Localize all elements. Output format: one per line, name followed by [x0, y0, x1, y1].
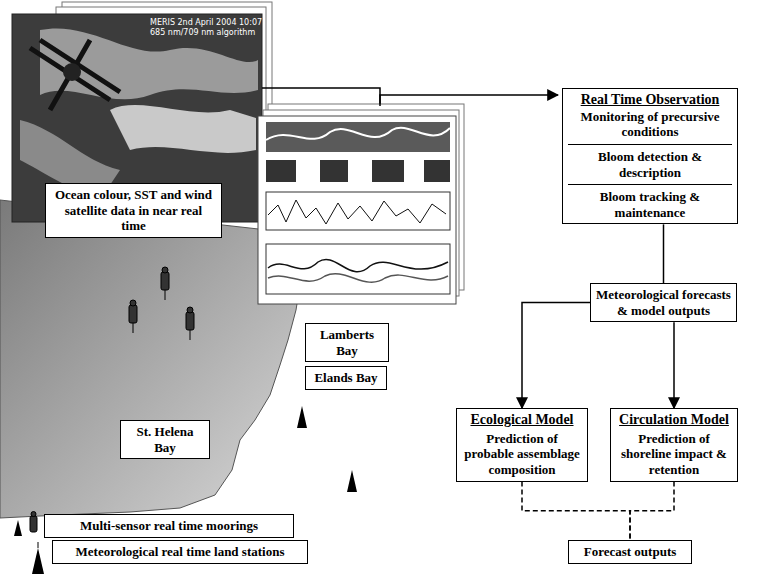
box-text: Ocean colour, SST and wind satellite dat…: [51, 187, 216, 234]
box-text: Prediction of shoreline impact & retenti…: [616, 431, 732, 478]
connector-arrow: [522, 303, 590, 408]
connector-arrow: [630, 482, 674, 540]
caption-box: Ocean colour, SST and wind satellite dat…: [45, 183, 222, 238]
caption-box: Meteorological real time land stations: [52, 540, 308, 564]
box-text: Prediction of probable assemblage compos…: [462, 431, 582, 478]
box-text: Monitoring of precursive conditions: [568, 109, 732, 140]
box-heading: Ecological Model: [462, 412, 582, 429]
satellite-annotation: MERIS 2nd April 2004 10:07: [150, 18, 262, 27]
data-flow-arrow: [380, 95, 558, 106]
connector-arrow: [673, 322, 675, 408]
place-label: Elands Bay: [305, 366, 387, 390]
model-box: Ecological ModelPrediction of probable a…: [456, 408, 588, 482]
place-label: Lamberts Bay: [305, 323, 389, 362]
time-series-charts: [258, 104, 464, 304]
sea-area: [0, 200, 300, 518]
station-icons: [14, 406, 357, 574]
process-box: Meteorological forecasts & model outputs: [590, 283, 737, 322]
box-heading: Real Time Observation: [568, 92, 732, 109]
box-text: Elands Bay: [311, 370, 381, 386]
box-text: Forecast outputs: [574, 544, 686, 560]
box-text: Meteorological forecasts & model outputs: [596, 287, 731, 318]
caption-box: Multi-sensor real time moorings: [44, 514, 294, 538]
data-flow-line: [262, 88, 380, 106]
box-text: Multi-sensor real time moorings: [50, 518, 288, 534]
box-text: Meteorological real time land stations: [58, 544, 302, 560]
box-text: St. Helena Bay: [126, 424, 204, 455]
connector-arrow: [522, 482, 630, 540]
model-box: Circulation ModelPrediction of shoreline…: [610, 408, 738, 482]
box-text: Lamberts Bay: [311, 327, 383, 358]
mooring-icons: [30, 267, 194, 532]
place-label: St. Helena Bay: [120, 420, 210, 459]
satellite-annotation: 685 nm/709 nm algorithm: [150, 28, 255, 37]
output-box: Forecast outputs: [568, 540, 692, 564]
box-text: Bloom detection & description: [568, 144, 732, 180]
box-text: Bloom tracking & maintenance: [568, 184, 732, 220]
connector-arrow: [663, 224, 665, 283]
box-heading: Circulation Model: [616, 412, 732, 429]
process-box: Real Time ObservationMonitoring of precu…: [562, 88, 738, 224]
